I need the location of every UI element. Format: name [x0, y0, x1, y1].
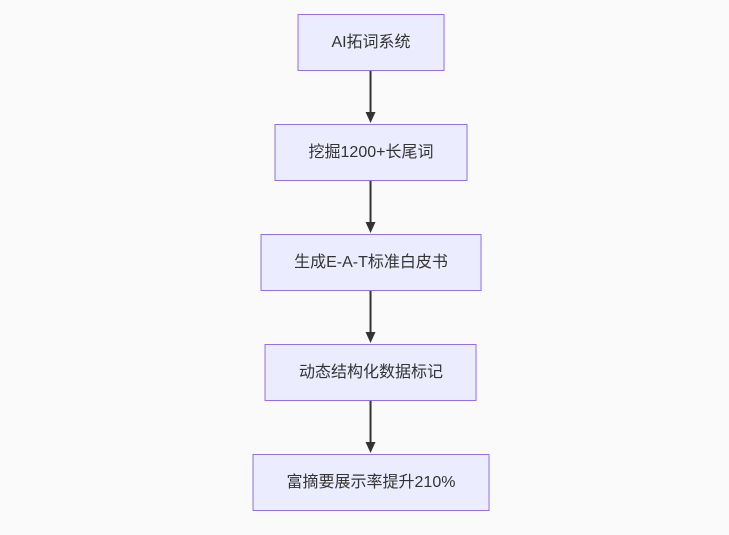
- flow-node-ai-keyword-system: AI拓词系统: [297, 14, 445, 71]
- flowchart-diagram: AI拓词系统 挖掘1200+长尾词 生成E-A-T标准白皮书 动态结构化数据标记…: [252, 14, 490, 511]
- flow-node-eat-whitepaper: 生成E-A-T标准白皮书: [260, 234, 482, 291]
- arrow-down: [366, 71, 376, 123]
- arrowhead-icon: [366, 222, 376, 233]
- arrow-down: [366, 181, 376, 233]
- flow-node-label: 生成E-A-T标准白皮书: [294, 254, 448, 271]
- flow-node-label: 挖掘1200+长尾词: [308, 144, 434, 161]
- flow-node-structured-data-markup: 动态结构化数据标记: [264, 344, 477, 401]
- arrowhead-icon: [366, 112, 376, 123]
- flow-node-longtail-mining: 挖掘1200+长尾词: [274, 124, 468, 181]
- arrow-down: [366, 291, 376, 343]
- arrowhead-icon: [366, 332, 376, 343]
- flow-node-label: 富摘要展示率提升210%: [286, 474, 456, 491]
- arrowhead-icon: [366, 442, 376, 453]
- flow-node-label: 动态结构化数据标记: [298, 364, 443, 381]
- flow-node-rich-snippet-result: 富摘要展示率提升210%: [252, 454, 490, 511]
- arrow-down: [366, 401, 376, 453]
- flow-node-label: AI拓词系统: [331, 34, 411, 51]
